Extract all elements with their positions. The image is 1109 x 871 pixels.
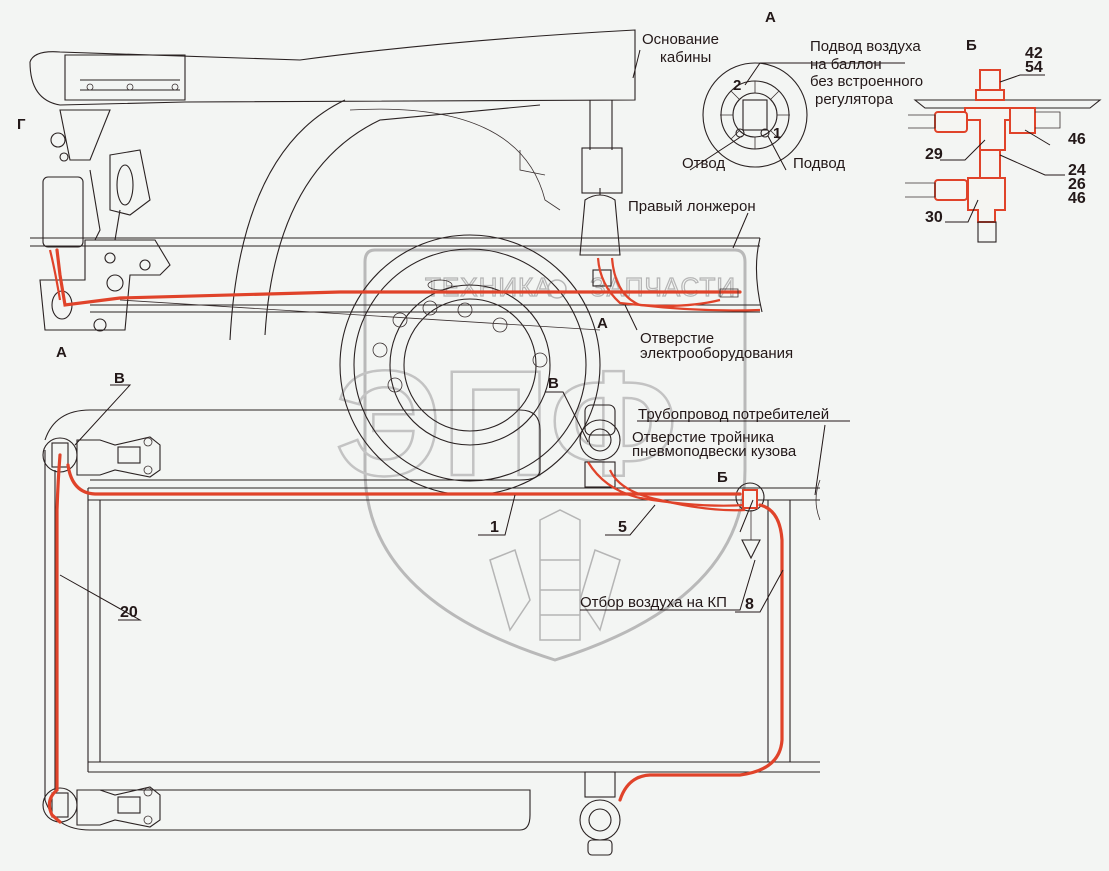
pipe-5 [587,461,746,507]
view-v-top-label: В [114,370,125,387]
air-spring [42,176,84,248]
watermark-wheat-icon [489,509,621,641]
label-outlet: Отвод [682,155,725,172]
label-air-supply-3: без встроенного [810,73,923,90]
front-cab-mount [39,54,186,332]
side-view [29,29,763,496]
pipe-20 [47,453,62,824]
leader-lines [59,49,1065,621]
arrow-kp-icon [741,539,761,560]
pipe-1 [66,463,742,496]
view-g-label: Г [17,116,26,133]
part-26: 26 [1068,176,1086,193]
detail-b [905,69,1102,243]
frame-rear-cross-member [767,500,791,762]
tee-fitting [742,489,758,509]
label-right-member: Правый лонжерон [628,198,756,215]
tee-detail-circle [735,482,765,512]
arrow-a-left-label: А [56,344,67,361]
part-20: 20 [120,604,138,621]
rear-mount-bottom [579,771,621,856]
labels: Основание кабины А Подвод воздуха на бал… [17,9,1086,621]
front-mount-bottom [42,786,161,828]
nut-29 [934,111,968,133]
frame-cross-member [87,488,101,772]
label-tee-hole-2: пневмоподвески кузова [632,443,797,460]
label-consumer-pipe: Трубопровод потребителей [638,406,829,423]
part-8: 8 [745,596,754,613]
label-cabin-base-1: Основание [642,31,719,48]
plan-view-pipes [47,453,784,824]
fitting-24 [979,149,1001,179]
part-46-bottom: 46 [1068,190,1086,207]
part-46-top: 46 [1068,131,1086,148]
frame-side-rail-top [88,487,820,501]
plan-view [42,404,821,856]
view-v-mid-label: В [548,375,559,392]
fitting-42 [979,69,1001,93]
rear-cab-mount [579,100,623,287]
label-air-takeoff: Отбор воздуха на КП [580,594,727,611]
pipe-side-main [55,248,742,307]
view-a-title: А [765,9,776,26]
fitting-30-body [967,177,1006,223]
label-elec-hole-1: Отверстие [640,330,714,347]
pipe-clip [719,288,739,298]
watermark-right-text: ЗАПЧАСТИ [590,272,736,302]
watermark-gear-icon [547,279,567,299]
part-5: 5 [618,519,627,536]
arrow-b-label: Б [717,469,728,486]
watermark-shield [363,248,747,662]
label-air-supply-2: на баллон [810,56,882,73]
label-air-supply-1: Подвод воздуха [810,38,921,55]
port-2-label: 2 [733,77,741,94]
watermark-logo: ЭПФ [335,339,678,507]
view-b-title: Б [966,37,977,54]
arrow-a-mid-label: А [597,315,608,332]
port-1-label: 1 [773,125,781,142]
part-42: 42 [1025,45,1043,62]
nut-46 [1009,107,1036,134]
part-1: 1 [490,519,499,536]
label-air-supply-4: регулятора [815,91,894,108]
label-tee-hole-1: Отверстие тройника [632,429,775,446]
cab-plan-top [44,409,541,481]
part-24: 24 [1068,162,1086,179]
side-view-pipes [48,248,761,312]
frame-side-rail-bottom [88,761,820,773]
part-29: 29 [925,146,943,163]
rear-mount-top [579,404,621,488]
cab-base [29,29,636,106]
frame-rail-top [30,237,760,247]
inlet-port [760,128,770,138]
label-cabin-base-2: кабины [660,49,711,66]
rear-air-spring [579,194,621,256]
part-54: 54 [1025,59,1043,76]
detail-a: 2 1 [702,62,808,168]
label-elec-hole-2: электрооборудования [640,345,793,362]
pipe-8 [618,503,784,802]
label-inlet: Подвод [793,155,845,172]
part-30: 30 [925,209,943,226]
fender-arc [229,99,346,341]
